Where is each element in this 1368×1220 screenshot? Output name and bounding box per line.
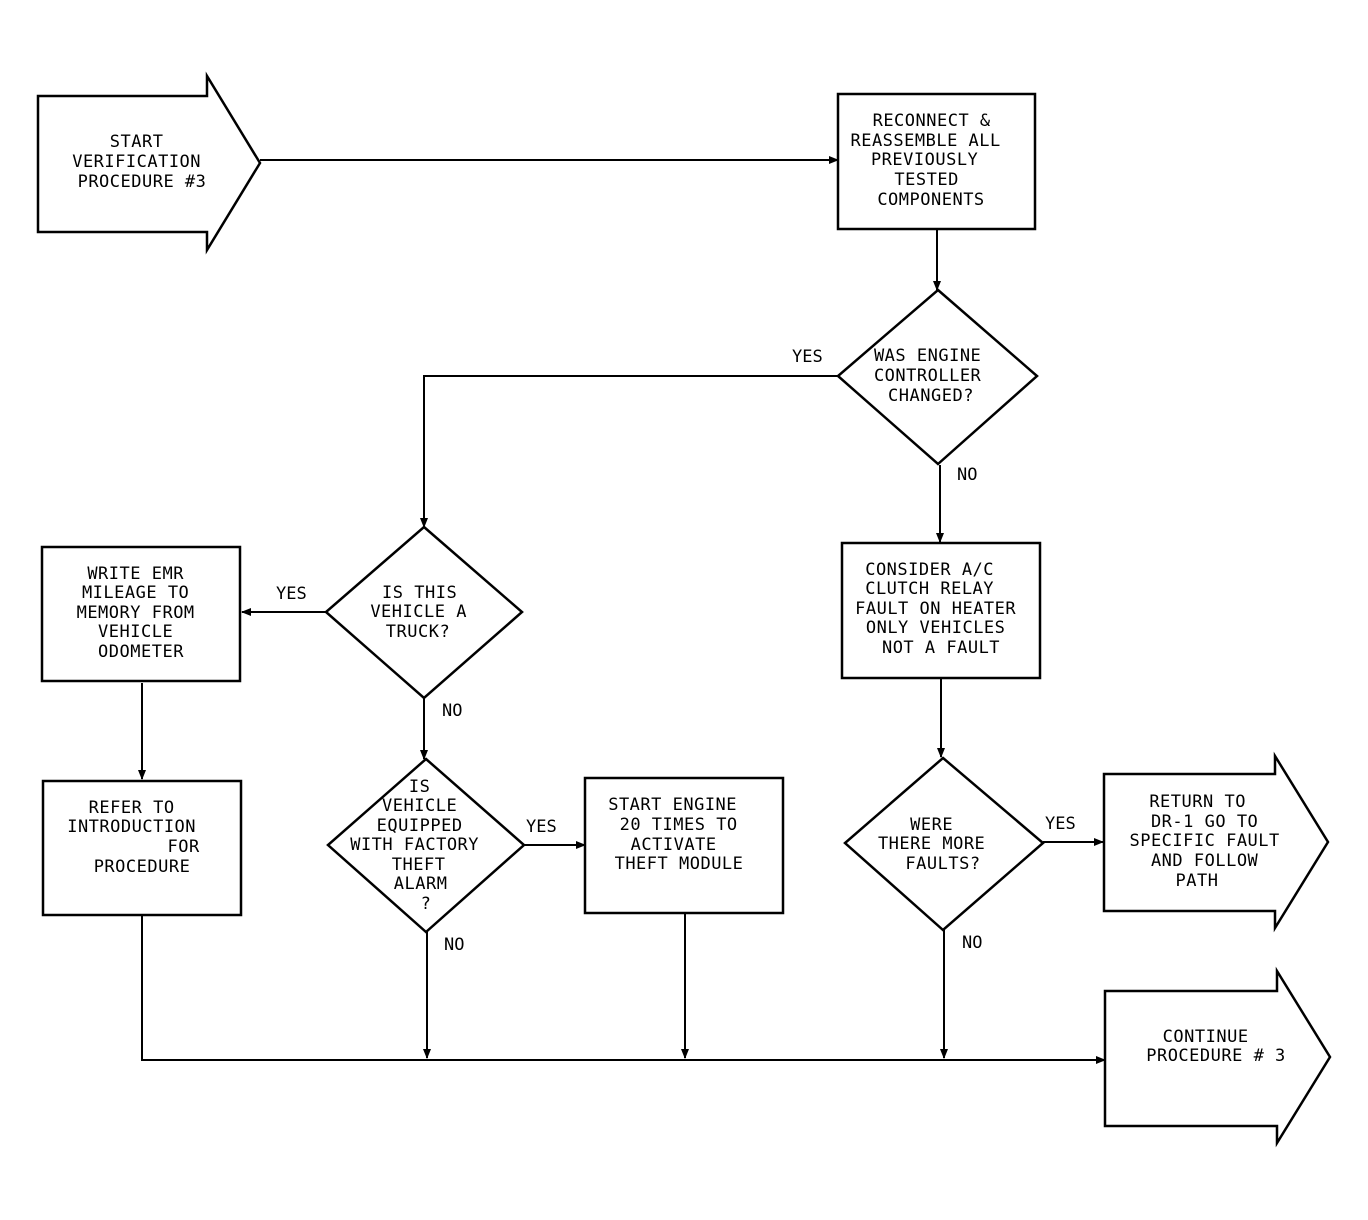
write-emr-box [40,545,242,683]
refer-line: REFER TO [89,798,175,818]
write-emr-text: WRITE EMR MILEAGE TO MEMORY FROM VEHICLE… [77,564,206,662]
consider-ac-line: ONLY VEHICLES [866,618,1006,638]
start-engine-line: THEFT MODULE [615,854,744,874]
reconnect-line: COMPONENTS [877,190,984,210]
start-engine-line: 20 TIMES TO [620,815,738,835]
write-emr-line: MEMORY FROM [77,603,195,623]
theft-alarm-line: ? [421,894,432,914]
edge-refer-to-bus [141,916,1106,1064]
start-line: VERIFICATION [72,152,201,172]
start-engine-line: START ENGINE [608,795,737,815]
continue-line: PROCEDURE # 3 [1146,1046,1286,1066]
reconnect-line: TESTED [894,170,958,190]
reconnect-line: PREVIOUSLY [871,150,978,170]
theft-alarm-line: EQUIPPED [377,816,463,836]
truck-text: IS THIS VEHICLE A TRUCK? [370,583,477,642]
refer-text: REFER TO INTRODUCTION FOR PROCEDURE [67,798,210,877]
theft-yes-label: YES [526,817,557,837]
theft-alarm-diamond [326,757,526,934]
reconnect-line: REASSEMBLE ALL [850,131,1000,151]
return-line: AND FOLLOW [1151,851,1259,871]
engine-controller-diamond [836,288,1039,466]
return-line: RETURN TO [1149,792,1246,812]
start-engine-text: START ENGINE 20 TIMES TO ACTIVATE THEFT … [608,795,748,874]
consider-ac-line: FAULT ON HEATER [855,599,1016,619]
start-arrow-shape [36,71,262,255]
engine-no-label: NO [957,465,977,485]
start-line: START [110,132,164,152]
faults-yes-label: YES [1045,814,1076,834]
theft-alarm-line: VEHICLE [382,796,457,816]
return-text: RETURN TO DR-1 GO TO SPECIFIC FAULT AND … [1129,792,1290,891]
reconnect-text: RECONNECT & REASSEMBLE ALL PREVIOUSLY TE… [850,111,1011,210]
connectors [138,156,1106,1064]
engine-controller-line: WAS ENGINE [874,346,981,366]
more-faults-line: THERE MORE [878,834,985,854]
engine-yes-label: YES [792,347,823,367]
theft-alarm-line: THEFT [392,855,446,875]
theft-no-label: NO [444,935,464,955]
theft-alarm-line: ALARM [394,874,448,894]
refer-box [41,779,243,917]
refer-line: FOR [168,837,200,857]
faults-no-label: NO [962,933,982,953]
theft-alarm-line: WITH FACTORY [350,835,479,855]
truck-no-label: NO [442,701,462,721]
start-text: START VERIFICATION PROCEDURE #3 [72,132,212,192]
write-emr-line: WRITE EMR [87,564,184,584]
return-arrow-shape [1102,751,1330,933]
edge-engine-yes-to-truck [420,375,838,528]
more-faults-line: FAULTS? [905,854,980,874]
return-line: DR-1 GO TO [1151,812,1258,832]
refer-line: INTRODUCTION [67,817,196,837]
consider-ac-line: CLUTCH RELAY [865,579,994,599]
more-faults-diamond [843,756,1045,932]
theft-alarm-line: IS [409,777,430,797]
write-emr-line: ODOMETER [98,642,184,662]
more-faults-line: WERE [910,815,953,835]
truck-yes-label: YES [276,584,307,604]
truck-line: TRUCK? [386,622,450,642]
return-line: SPECIFIC FAULT [1129,831,1279,851]
refer-line: PROCEDURE [94,857,191,877]
reconnect-line: RECONNECT & [873,111,991,131]
write-emr-line: MILEAGE TO [82,583,189,603]
engine-controller-line: CHANGED? [888,386,974,406]
write-emr-line: VEHICLE [98,622,173,642]
truck-line: IS THIS [382,583,457,603]
continue-text: CONTINUE PROCEDURE # 3 [1146,1027,1286,1066]
reconnect-box [836,92,1037,231]
engine-controller-text: WAS ENGINE CONTROLLER CHANGED? [874,346,992,406]
truck-diamond [324,525,524,700]
consider-ac-box [840,541,1042,680]
more-faults-text: WERE THERE MORE FAULTS? [878,815,996,874]
truck-line: VEHICLE A [370,602,467,622]
start-line: PROCEDURE #3 [78,172,207,192]
continue-arrow-shape [1103,966,1332,1148]
theft-alarm-text: IS VEHICLE EQUIPPED WITH FACTORY THEFT A… [350,777,490,914]
consider-ac-text: CONSIDER A/C CLUTCH RELAY FAULT ON HEATE… [855,560,1027,658]
continue-line: CONTINUE [1163,1027,1249,1047]
start-engine-box [583,776,785,915]
return-line: PATH [1176,871,1219,891]
engine-controller-line: CONTROLLER [874,366,982,386]
consider-ac-line: CONSIDER A/C [865,560,994,580]
start-engine-line: ACTIVATE [631,835,717,855]
consider-ac-line: NOT A FAULT [882,638,1000,658]
